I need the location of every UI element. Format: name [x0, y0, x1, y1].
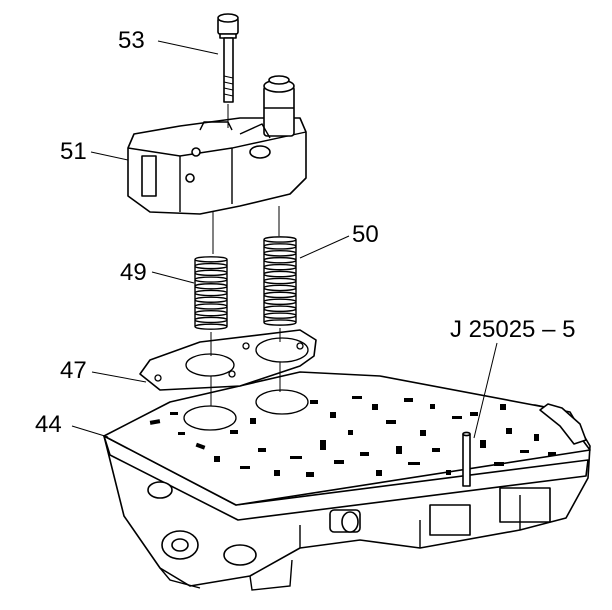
leader-lines	[71, 40, 498, 439]
callout-49: 49	[120, 259, 147, 286]
alignment-lines	[210, 104, 281, 406]
valve-body-44	[103, 371, 591, 591]
gasket-47	[139, 329, 317, 391]
bolt-53	[217, 13, 239, 103]
callout-53: 53	[118, 27, 145, 54]
callout-47: 47	[60, 357, 87, 384]
callout-51: 51	[60, 138, 87, 165]
callout-44: 44	[35, 411, 62, 438]
spring-49	[194, 256, 228, 330]
accumulator-housing-51	[127, 75, 307, 215]
callout-50: 50	[352, 221, 379, 248]
callout-labels: 53 51 50 49 47 44 J 25025 – 5	[35, 27, 575, 438]
valve-body-passages	[149, 389, 556, 477]
alignment-pin-tool	[462, 431, 471, 487]
callout-tool-j25025-5: J 25025 – 5	[450, 316, 575, 343]
spring-50	[263, 236, 297, 326]
